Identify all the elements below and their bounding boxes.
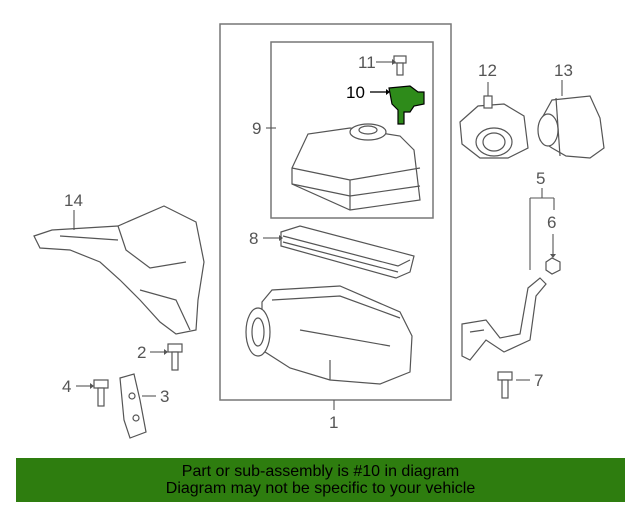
callout-14: 14 [64, 191, 83, 210]
part-2-bolt[interactable] [150, 343, 183, 371]
part-11-bolt[interactable] [376, 55, 407, 76]
part-10-sensor[interactable] [370, 85, 425, 125]
callout-2: 2 [137, 343, 146, 362]
callout-8: 8 [249, 229, 258, 248]
callout-12: 12 [478, 61, 497, 80]
part-8-filter-element[interactable] [263, 225, 415, 279]
callout-7: 7 [534, 371, 543, 390]
part-4-bolt[interactable] [76, 379, 109, 407]
callout-11: 11 [358, 53, 376, 72]
callout-9: 9 [252, 119, 261, 138]
info-banner: Part or sub-assembly is #10 in diagram D… [16, 458, 625, 502]
part-14-intake-duct[interactable] [33, 205, 205, 335]
callout-4: 4 [62, 377, 71, 396]
subassembly-frame [270, 41, 434, 219]
callout-1: 1 [329, 413, 338, 432]
part-7-bolt[interactable] [497, 371, 530, 399]
assembly-frame [219, 23, 452, 401]
part-3-bracket[interactable] [119, 373, 156, 439]
banner-line-1: Part or sub-assembly is #10 in diagram [181, 463, 460, 480]
callout-3: 3 [160, 387, 169, 406]
callout-5: 5 [536, 169, 545, 188]
callout-6: 6 [547, 213, 556, 232]
callout-10: 10 [346, 83, 365, 102]
callout-13: 13 [554, 61, 573, 80]
parts-diagram: 11 10 9 8 1 [33, 23, 605, 439]
part-12-mass-air-flow-body[interactable] [459, 82, 529, 159]
part-1-air-cleaner-case[interactable] [245, 285, 413, 410]
part-5-bracket[interactable] [461, 188, 555, 361]
part-9-air-cleaner-cap[interactable] [266, 123, 421, 211]
part-6-nut[interactable] [545, 234, 561, 275]
part-13-intake-hose[interactable] [537, 80, 605, 159]
banner-line-2: Diagram may not be specific to your vehi… [165, 480, 476, 497]
